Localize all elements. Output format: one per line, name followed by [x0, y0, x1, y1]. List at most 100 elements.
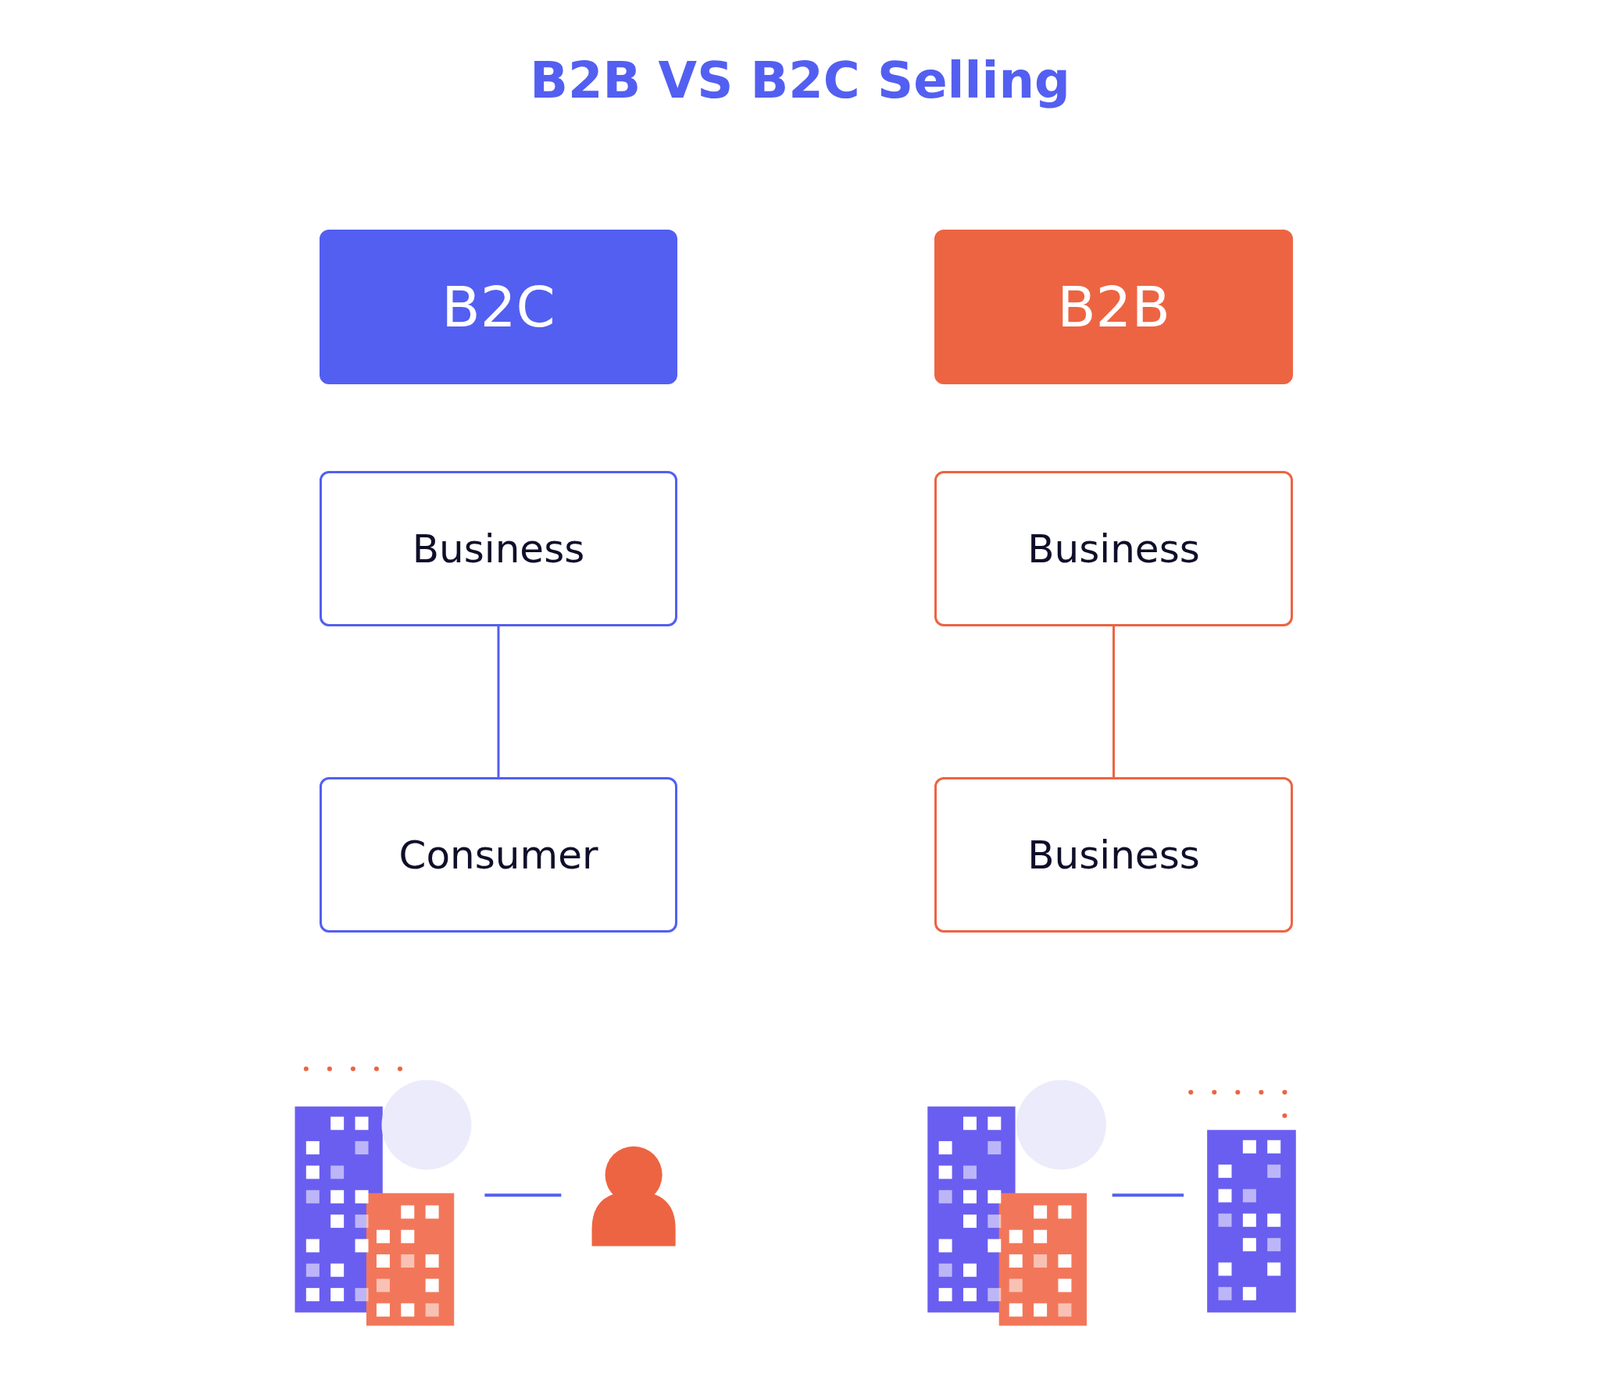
window	[1057, 1278, 1072, 1293]
window	[306, 1239, 320, 1253]
party-box: Business	[934, 471, 1293, 627]
window	[1033, 1254, 1047, 1268]
window	[1218, 1287, 1233, 1301]
window	[963, 1165, 977, 1179]
dot	[1188, 1089, 1193, 1095]
dot	[303, 1066, 309, 1072]
window	[1267, 1164, 1281, 1179]
party-box: Business	[934, 777, 1293, 933]
window	[330, 1288, 344, 1302]
dot	[1282, 1089, 1287, 1095]
window	[1057, 1205, 1072, 1219]
window	[376, 1278, 390, 1293]
window	[355, 1141, 369, 1155]
window	[400, 1254, 415, 1268]
window	[425, 1303, 440, 1318]
window	[1218, 1189, 1233, 1203]
window	[1009, 1278, 1023, 1293]
window	[1267, 1238, 1281, 1252]
box-label: Business	[412, 526, 585, 572]
dot	[1258, 1089, 1264, 1095]
box-label: Business	[1027, 526, 1200, 572]
window	[987, 1141, 1001, 1155]
window	[963, 1288, 977, 1302]
window	[987, 1214, 1001, 1229]
circle-decor	[1016, 1080, 1107, 1171]
window	[963, 1190, 977, 1204]
window	[963, 1117, 977, 1131]
dot	[327, 1066, 333, 1072]
business-business-illustration	[927, 1080, 1297, 1327]
window	[400, 1205, 415, 1219]
window	[306, 1165, 320, 1179]
window	[1033, 1205, 1047, 1219]
window	[355, 1214, 369, 1229]
window	[1009, 1303, 1023, 1318]
title: B2B VS B2C Selling	[0, 51, 1600, 110]
connector-line	[497, 626, 500, 778]
window	[939, 1141, 953, 1155]
window	[963, 1214, 977, 1229]
building	[999, 1193, 1087, 1327]
party-box: Business	[319, 471, 678, 627]
window	[1242, 1214, 1257, 1228]
window	[987, 1239, 1001, 1253]
window	[376, 1254, 390, 1268]
window	[330, 1190, 344, 1204]
window	[939, 1264, 953, 1278]
window	[425, 1254, 440, 1268]
window	[1242, 1287, 1257, 1301]
window	[400, 1230, 415, 1244]
window	[330, 1264, 344, 1278]
window	[1218, 1164, 1233, 1179]
window	[306, 1288, 320, 1302]
window	[1267, 1262, 1281, 1276]
window	[1033, 1303, 1047, 1318]
window	[306, 1190, 320, 1204]
window	[330, 1117, 344, 1131]
window	[987, 1288, 1001, 1302]
box-label: B2B	[1057, 274, 1171, 340]
window	[1218, 1262, 1233, 1276]
window	[306, 1141, 320, 1155]
person-icon	[592, 1146, 676, 1247]
window	[939, 1190, 953, 1204]
dot	[350, 1066, 356, 1072]
window	[330, 1214, 344, 1229]
window	[355, 1288, 369, 1302]
window	[1218, 1214, 1233, 1228]
window	[939, 1239, 953, 1253]
business-consumer-illustration	[294, 1066, 675, 1326]
window	[963, 1264, 977, 1278]
category-header: B2C	[319, 229, 678, 385]
window	[939, 1165, 953, 1179]
dot	[1211, 1089, 1217, 1095]
link-line	[484, 1193, 561, 1197]
window	[376, 1230, 390, 1244]
dot	[374, 1066, 379, 1072]
window	[1033, 1230, 1047, 1244]
window	[1057, 1254, 1072, 1268]
window	[425, 1205, 440, 1219]
box-label: Consumer	[399, 832, 599, 879]
window	[355, 1117, 369, 1131]
party-box: Consumer	[319, 777, 678, 933]
building	[366, 1193, 454, 1327]
window	[306, 1264, 320, 1278]
dot	[1282, 1113, 1287, 1118]
window	[1267, 1140, 1281, 1154]
window	[400, 1303, 415, 1318]
window	[987, 1117, 1001, 1131]
window	[330, 1165, 344, 1179]
box-label: B2C	[441, 274, 555, 340]
window	[1009, 1230, 1023, 1244]
window	[355, 1190, 369, 1204]
window	[376, 1303, 390, 1318]
link-line	[1112, 1193, 1184, 1197]
dot	[397, 1066, 403, 1072]
connector-line	[1112, 626, 1115, 778]
window	[1242, 1140, 1257, 1154]
window	[987, 1190, 1001, 1204]
